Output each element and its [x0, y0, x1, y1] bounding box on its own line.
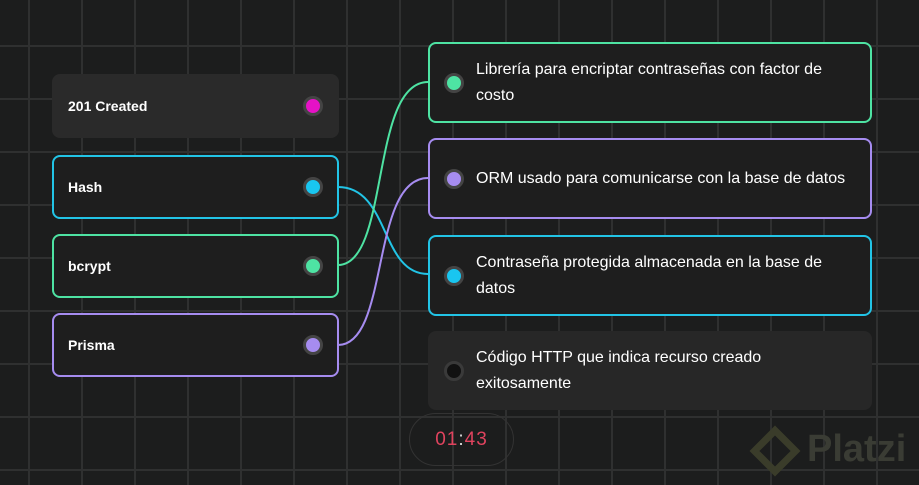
definition-card-hash[interactable]: Contraseña protegida almacenada en la ba…: [428, 235, 872, 316]
platzi-logo-icon: [749, 425, 801, 477]
term-label: Hash: [68, 179, 103, 195]
definition-card-bcrypt[interactable]: Librería para encriptar contraseñas con …: [428, 42, 872, 123]
term-card-201-created[interactable]: 201 Created: [52, 74, 339, 138]
term-label: 201 Created: [68, 98, 148, 114]
connector-dot[interactable]: [303, 256, 323, 276]
definition-text: Librería para encriptar contraseñas con …: [476, 60, 822, 104]
timer-seconds: 43: [464, 428, 488, 450]
timer-minutes: 01: [435, 428, 459, 450]
term-label: Prisma: [68, 337, 115, 353]
definition-card-prisma[interactable]: ORM usado para comunicarse con la base d…: [428, 138, 872, 219]
connector-dot[interactable]: [303, 177, 323, 197]
connector-dot[interactable]: [444, 168, 464, 189]
term-card-prisma[interactable]: Prisma: [52, 313, 339, 377]
connection-prisma: [337, 177, 429, 346]
definition-text: Código HTTP que indica recurso creado ex…: [476, 348, 762, 392]
definition-text: Contraseña protegida almacenada en la ba…: [476, 253, 823, 297]
watermark-text: Platzi: [807, 428, 907, 470]
term-label: bcrypt: [68, 258, 111, 274]
connector-dot[interactable]: [444, 72, 464, 93]
connection-bcrypt: [337, 81, 429, 266]
definition-text: ORM usado para comunicarse con la base d…: [476, 169, 846, 187]
countdown-timer: 01:43: [409, 413, 514, 466]
connector-dot[interactable]: [444, 265, 464, 286]
term-card-bcrypt[interactable]: bcrypt: [52, 234, 339, 298]
timer-separator: :: [458, 428, 465, 450]
connector-dot[interactable]: [444, 360, 464, 381]
connector-dot[interactable]: [303, 335, 323, 355]
platzi-watermark: Platzi: [749, 425, 907, 477]
connector-dot[interactable]: [303, 96, 323, 116]
term-card-hash[interactable]: Hash: [52, 155, 339, 219]
connection-hash: [337, 186, 429, 275]
definition-card-201[interactable]: Código HTTP que indica recurso creado ex…: [428, 331, 872, 410]
